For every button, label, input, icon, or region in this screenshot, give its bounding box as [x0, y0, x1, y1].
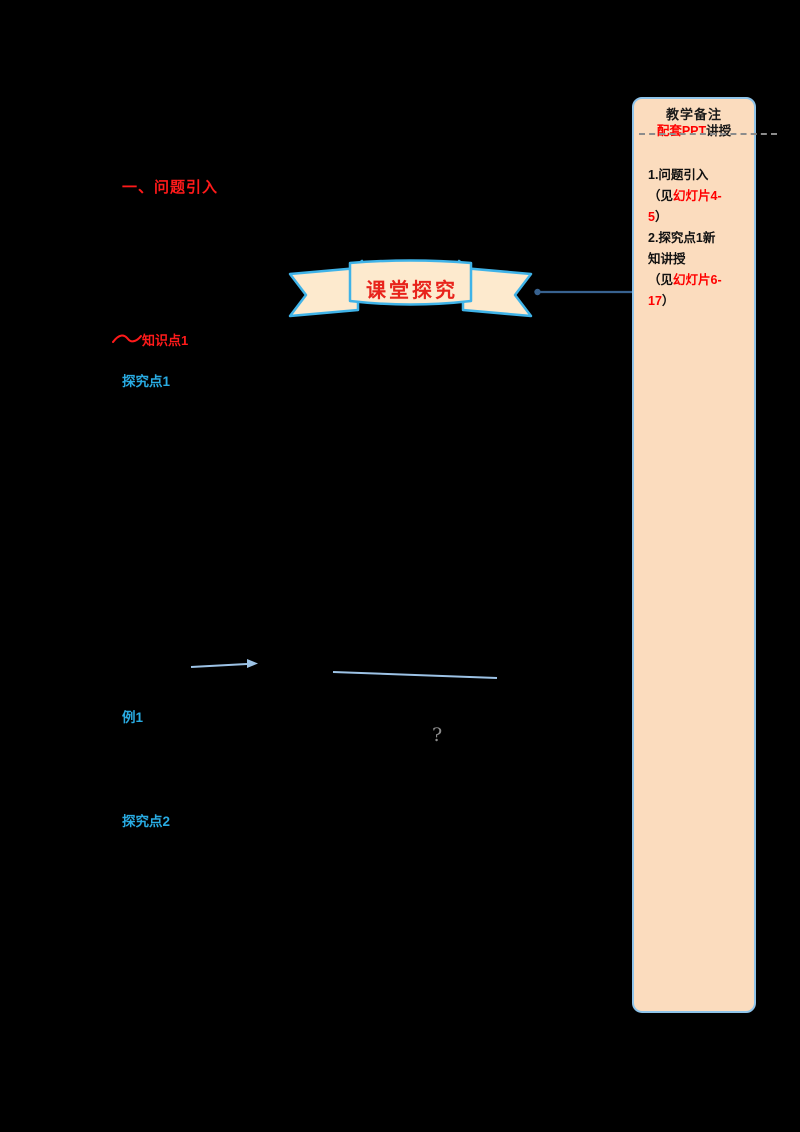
notes-title: 教学备注	[665, 107, 722, 122]
section-heading: 一、问题引入	[122, 179, 219, 196]
teaching-notes-panel: 教学备注 配套PPT讲授 1.问题引入 （见幻灯片4- 5） 2.探究点1新 知…	[632, 97, 777, 1013]
note-text-red: 幻灯片4-	[673, 189, 722, 203]
banner-ribbon-icon	[288, 259, 533, 318]
notes-body: 1.问题引入 （见幻灯片4- 5） 2.探究点1新 知讲授 （见幻灯片6- 17…	[648, 165, 750, 312]
note-line: 1.问题引入	[648, 165, 750, 186]
knowledge-point-heading: 知识点1	[142, 333, 189, 348]
note-line: （见幻灯片6-	[648, 270, 750, 291]
callout-line	[534, 288, 650, 296]
note-text: （见	[648, 189, 674, 203]
note-line: 5）	[648, 207, 750, 228]
note-text: （见	[648, 273, 674, 287]
explore-point-1-heading: 探究点1	[122, 374, 171, 389]
note-text-red: 5	[648, 210, 655, 224]
wavy-mark-icon	[112, 334, 142, 343]
question-mark: ?	[432, 724, 443, 746]
note-text: 2.探究点1新	[648, 231, 716, 245]
note-text: 1.问题引入	[648, 168, 709, 182]
note-text-red: 幻灯片6-	[673, 273, 722, 287]
dashed-divider	[639, 133, 777, 135]
note-text: 知讲授	[648, 252, 686, 266]
notes-subtitle-red: 配套PPT	[656, 124, 707, 138]
note-text-red: 17	[648, 294, 662, 308]
diagram-line	[332, 671, 498, 679]
example-heading: 例1	[122, 710, 144, 725]
note-line: （见幻灯片4-	[648, 186, 750, 207]
arrow-right-icon	[190, 659, 258, 668]
note-text: ）	[661, 294, 675, 308]
notes-subtitle-black: 讲授	[706, 124, 732, 138]
explore-point-2-heading: 探究点2	[122, 814, 171, 829]
note-line: 知讲授	[648, 249, 750, 270]
note-line: 2.探究点1新	[648, 228, 750, 249]
note-line: 17）	[648, 291, 750, 312]
banner-title: 课堂探究	[366, 280, 458, 302]
note-text: ）	[654, 210, 668, 224]
notes-subtitle: 配套PPT讲授	[634, 120, 754, 139]
callout-dot	[534, 288, 541, 296]
